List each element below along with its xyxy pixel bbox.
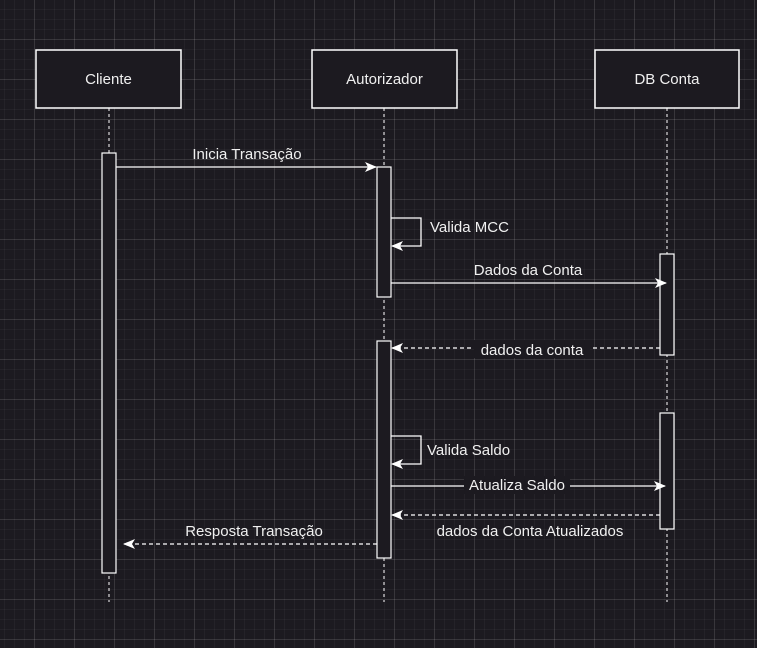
message-valida-saldo[interactable]: Valida Saldo	[391, 435, 510, 469]
message-dados-da-conta-reply-label: dados da conta	[481, 342, 584, 359]
activation-autorizador-1[interactable]	[376, 166, 392, 298]
message-valida-saldo-label: Valida Saldo	[427, 442, 510, 459]
participant-autorizador-label: Autorizador	[346, 71, 423, 88]
message-inicia-transacao-label: Inicia Transação	[192, 146, 301, 163]
participant-db[interactable]: DB Conta	[594, 49, 740, 109]
activation-db-2[interactable]	[659, 412, 675, 530]
message-inicia-transacao[interactable]: Inicia Transação	[116, 146, 377, 172]
activation-cliente[interactable]	[101, 152, 117, 574]
message-valida-mcc[interactable]: Valida MCC	[391, 217, 509, 251]
message-dados-atualizados[interactable]: dados da Conta Atualizados	[391, 510, 660, 540]
message-valida-mcc-label: Valida MCC	[430, 219, 509, 236]
message-resposta-transacao[interactable]: Resposta Transação	[123, 523, 377, 549]
activation-db-1[interactable]	[659, 253, 675, 356]
participant-cliente[interactable]: Cliente	[35, 49, 182, 109]
participant-autorizador[interactable]: Autorizador	[311, 49, 458, 109]
participant-cliente-label: Cliente	[85, 71, 132, 88]
message-resposta-transacao-label: Resposta Transação	[185, 523, 323, 540]
message-atualiza-saldo-label: Atualiza Saldo	[469, 477, 565, 494]
participant-db-label: DB Conta	[634, 71, 700, 88]
message-dados-atualizados-label: dados da Conta Atualizados	[437, 523, 624, 540]
message-dados-da-conta-label: Dados da Conta	[474, 262, 583, 279]
message-dados-da-conta-reply[interactable]: dados da conta	[391, 340, 660, 359]
message-atualiza-saldo[interactable]: Atualiza Saldo	[391, 476, 666, 494]
message-dados-da-conta[interactable]: Dados da Conta	[391, 262, 667, 288]
activation-autorizador-2[interactable]	[376, 340, 392, 559]
